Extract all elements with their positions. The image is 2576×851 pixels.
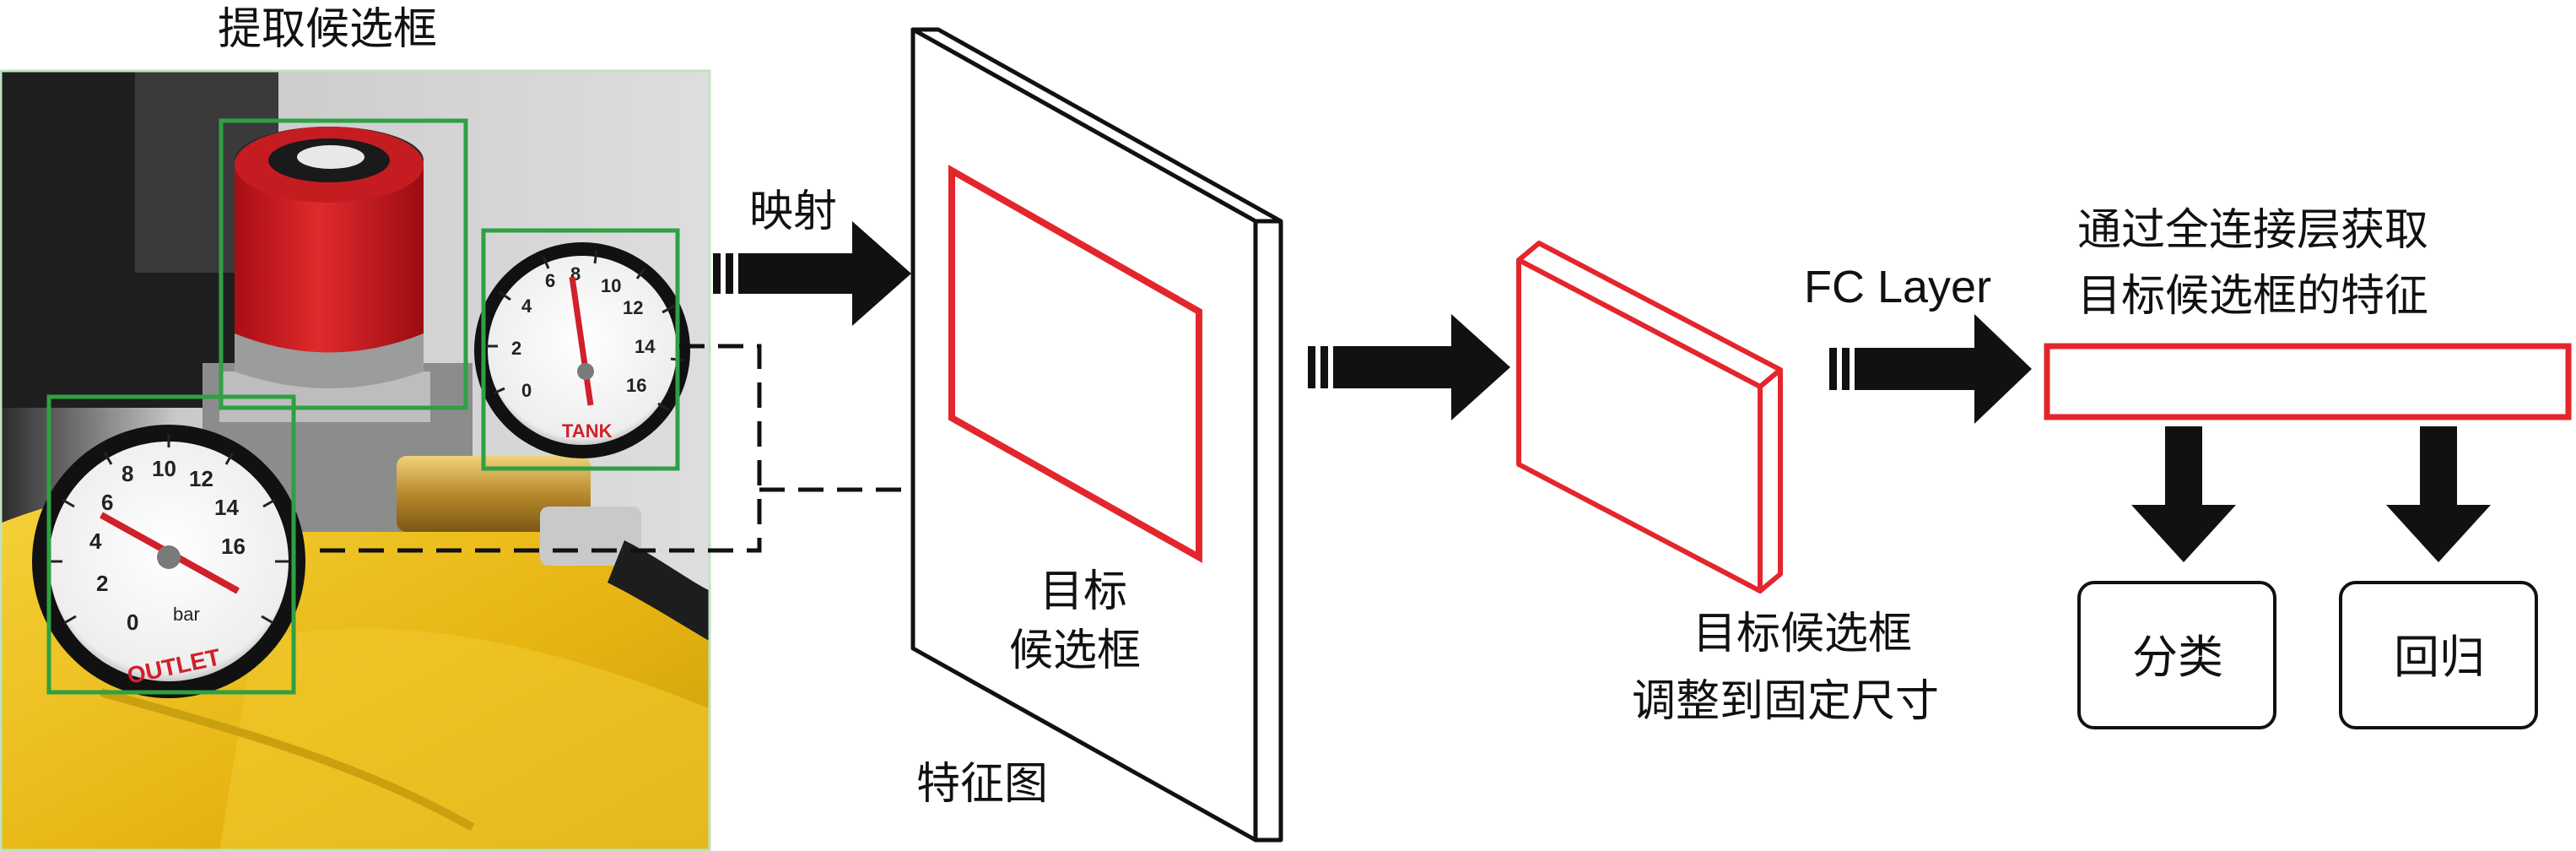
gauge-left-num: 14 bbox=[214, 495, 239, 520]
gauge-right-num: 14 bbox=[635, 336, 656, 357]
gauge-left-num: 6 bbox=[101, 490, 113, 515]
gauge-right-num: 4 bbox=[521, 295, 532, 317]
roi-pool-arrow-icon bbox=[1308, 314, 1510, 420]
feature-map-label: 特征图 bbox=[916, 759, 1048, 810]
regression-label: 回归 bbox=[2394, 631, 2485, 684]
resize-label-line1: 目标候选框 bbox=[1693, 609, 1912, 659]
feature-map-slab bbox=[910, 27, 1283, 843]
target-proposal-box bbox=[948, 165, 1202, 563]
proposal-box bbox=[481, 228, 680, 471]
target-proposal-label-line2: 候选框 bbox=[1009, 626, 1141, 676]
tank-pressure-gauge: 0 2 4 6 8 10 12 14 16 TANK bbox=[474, 242, 690, 458]
photo-frame bbox=[0, 69, 711, 851]
compressor-photo: 0 2 4 6 8 10 12 14 16 TANK bbox=[0, 70, 710, 851]
gauge-left-num: 8 bbox=[122, 461, 133, 486]
outlet-pressure-gauge: 0 2 4 6 8 10 12 14 16 bar OUTLET bbox=[32, 425, 305, 698]
gauge-right-num: 12 bbox=[623, 297, 643, 318]
target-proposal-label-line1: 目标 bbox=[1040, 566, 1127, 617]
classification-down-arrow-icon bbox=[2131, 426, 2236, 562]
extract-proposals-label: 提取候选框 bbox=[218, 4, 437, 55]
gauge-right-label: TANK bbox=[562, 420, 613, 442]
classification-label: 分类 bbox=[2132, 631, 2223, 684]
gauge-left-num: 10 bbox=[152, 456, 176, 481]
gauge-right-num: 2 bbox=[511, 338, 521, 359]
fc-feature-label-line1: 通过全连接层获取 bbox=[2077, 205, 2428, 256]
gauge-left-unit: bar bbox=[173, 604, 200, 625]
fc-layer-arrow-icon bbox=[1829, 314, 2032, 424]
fc-layer-label: FC Layer bbox=[1804, 262, 1991, 312]
regression-down-arrow-icon bbox=[2386, 426, 2491, 562]
fc-feature-label-line2: 目标候选框的特征 bbox=[2077, 271, 2428, 322]
gauge-left-num: 12 bbox=[189, 466, 213, 491]
fixed-size-proposal-box bbox=[1516, 241, 1783, 594]
proposal-box bbox=[219, 118, 468, 410]
classification-box bbox=[2077, 581, 2276, 729]
gauge-left-num: 2 bbox=[96, 571, 108, 596]
mapping-label: 映射 bbox=[749, 187, 837, 237]
proposal-box bbox=[46, 394, 296, 695]
gauge-right-num: 16 bbox=[626, 375, 646, 396]
gauge-left-num: 4 bbox=[89, 528, 102, 554]
gauge-left-num: 16 bbox=[221, 534, 246, 559]
gauge-right-num: 10 bbox=[601, 275, 621, 296]
gauge-right-num: 6 bbox=[545, 270, 555, 291]
regression-box bbox=[2339, 581, 2538, 729]
mapping-arrow-icon bbox=[713, 221, 911, 326]
feature-vector bbox=[2044, 343, 2572, 420]
gauge-right-num: 0 bbox=[521, 380, 532, 401]
resize-label-line2: 调整到固定尺寸 bbox=[1632, 676, 1939, 727]
gauge-left-num: 0 bbox=[127, 610, 138, 635]
